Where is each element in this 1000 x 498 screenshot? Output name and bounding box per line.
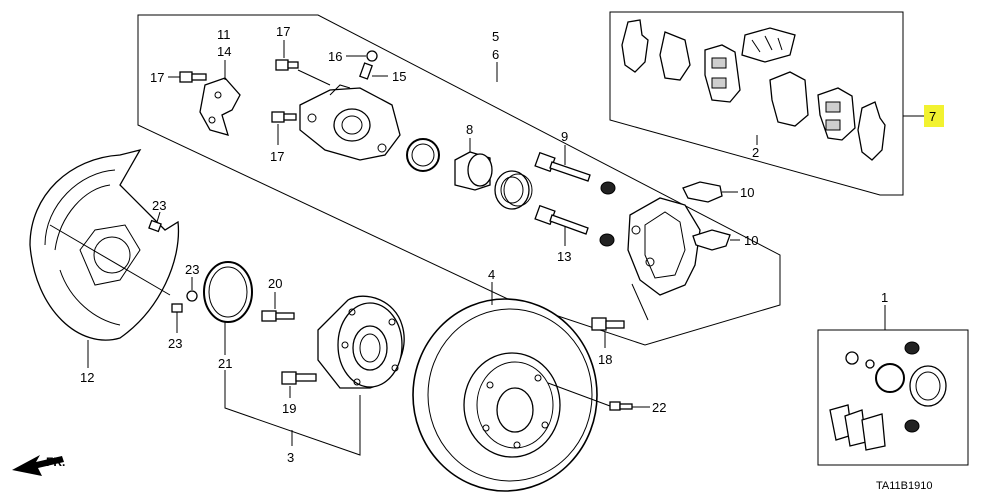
callout-23-low: 23	[168, 336, 182, 351]
piston	[454, 151, 493, 191]
callout-4: 4	[488, 267, 495, 282]
callout-10-upper: 10	[740, 185, 754, 200]
callout-19: 19	[282, 401, 296, 416]
callout-16: 16	[328, 49, 342, 64]
pin-boot-upper	[600, 181, 616, 195]
bolt-23-mid	[186, 277, 198, 302]
bleeder-screw-15	[359, 62, 373, 80]
callout-10-lower: 10	[744, 233, 758, 248]
caliper-body	[299, 84, 401, 161]
bleeder-cap-16	[366, 50, 378, 62]
callout-7: 7	[929, 109, 936, 124]
bolt-23-low	[171, 303, 183, 333]
callout-15: 15	[392, 69, 406, 84]
seal-kit-frame	[817, 329, 969, 466]
callout-17-top: 17	[276, 24, 290, 39]
o-ring	[203, 261, 253, 323]
callout-8: 8	[466, 122, 473, 137]
direction-label: FR.	[46, 455, 65, 469]
bracket-bolt-18	[591, 317, 625, 348]
callout-18: 18	[598, 352, 612, 367]
pad-clip-lower	[692, 229, 740, 251]
pin-boot-lower	[599, 233, 615, 247]
callout-23-mid: 23	[185, 262, 199, 277]
seal-kit-parts	[829, 341, 947, 451]
callout-14: 14	[217, 44, 231, 59]
caliper-mounting-bracket	[627, 197, 701, 296]
callout-17-lower: 17	[270, 149, 284, 164]
diagram-code: TA11B1910	[876, 480, 932, 492]
pad-clip-upper	[682, 181, 738, 203]
callout-22: 22	[652, 400, 666, 415]
callout-1: 1	[881, 290, 888, 305]
callout-9: 9	[561, 129, 568, 144]
hub-bearing	[317, 295, 405, 389]
callout-13: 13	[557, 249, 571, 264]
callout-3: 3	[287, 450, 294, 465]
guide-pin-9	[534, 151, 591, 182]
bolt-23-top	[148, 211, 162, 233]
callout-6: 6	[492, 47, 499, 62]
dust-boot	[494, 170, 533, 210]
bolt-17-left	[179, 71, 207, 83]
front-direction-arrow	[12, 455, 64, 476]
bolt-17-top	[275, 59, 299, 71]
hub-bolt-19	[281, 371, 317, 398]
callout-2: 2	[752, 145, 759, 160]
callout-7-highlight	[924, 105, 944, 127]
disc-screw-22	[547, 382, 650, 411]
callout-11: 11	[217, 27, 231, 42]
callout-20: 20	[268, 276, 282, 291]
callout-12: 12	[80, 370, 94, 385]
callout-21: 21	[218, 356, 232, 371]
caliper-bracket-plate	[199, 77, 241, 136]
pad-group-frame	[609, 11, 904, 196]
caliper-group-frame	[137, 14, 781, 346]
callout-17-left: 17	[150, 70, 164, 85]
brake-pad-set	[621, 19, 886, 161]
bolt-17-lower	[271, 111, 297, 123]
guide-pin-13	[534, 204, 589, 235]
callout-23-top: 23	[152, 198, 166, 213]
hub-bolt-20	[261, 292, 295, 322]
brake-disc	[412, 298, 598, 492]
callout-5: 5	[492, 29, 499, 44]
backing-plate	[29, 148, 180, 341]
